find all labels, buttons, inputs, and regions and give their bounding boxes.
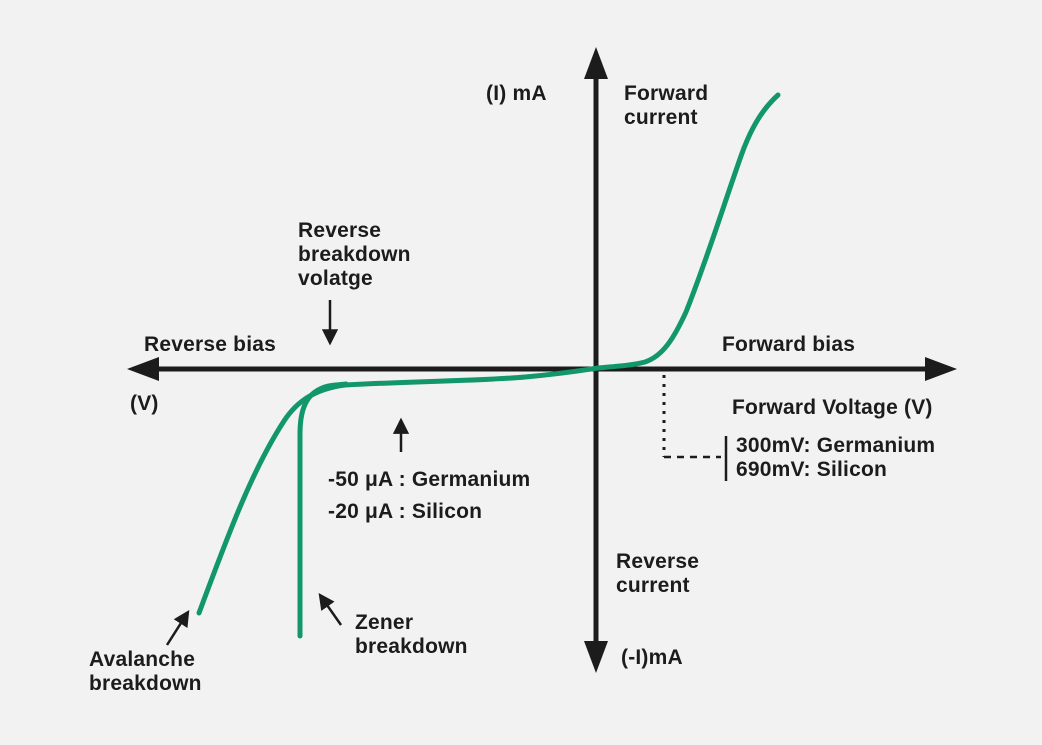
reverse-bias-label: Reverse bias [144, 333, 276, 356]
diode-characteristic-curve [196, 92, 781, 616]
zener-breakdown-label: Zener breakdown [355, 611, 468, 658]
y-axis-top-arrowhead-icon [584, 47, 608, 79]
forward-voltage-label: Forward Voltage (V) [732, 396, 933, 419]
saturation-germanium-label: -50 μA : Germanium [328, 468, 531, 491]
threshold-silicon-label: 690mV: Silicon [736, 458, 888, 481]
curves [196, 92, 781, 639]
avalanche-breakdown-pointer-arrow-icon [165, 609, 190, 646]
threshold-germanium-label: 300mV: Germanium [736, 434, 936, 457]
forward-current-label: Forward current [624, 82, 709, 129]
reverse-current-label: Reverse current [616, 550, 700, 597]
zener-breakdown-curve [297, 381, 349, 639]
negative-current-axis-label: (-I)mA [621, 646, 683, 669]
avalanche-breakdown-label: Avalanche breakdown [89, 648, 202, 695]
annotation-arrows [165, 300, 410, 646]
x-axis-left-arrowhead-icon [127, 357, 159, 381]
reverse-breakdown-voltage-label: Reverse breakdown volatge [298, 219, 411, 290]
axes [127, 47, 957, 673]
x-axis-right-arrowhead-icon [925, 357, 957, 381]
current-axis-label: (I) mA [486, 82, 547, 105]
y-axis-bottom-arrowhead-icon [584, 641, 608, 673]
forward-bias-label: Forward bias [722, 333, 856, 356]
saturation-silicon-label: -20 μA : Silicon [328, 500, 483, 523]
voltage-axis-label: (V) [130, 392, 159, 415]
zener-breakdown-pointer-arrow-icon [318, 593, 343, 626]
threshold-guides [662, 375, 728, 481]
